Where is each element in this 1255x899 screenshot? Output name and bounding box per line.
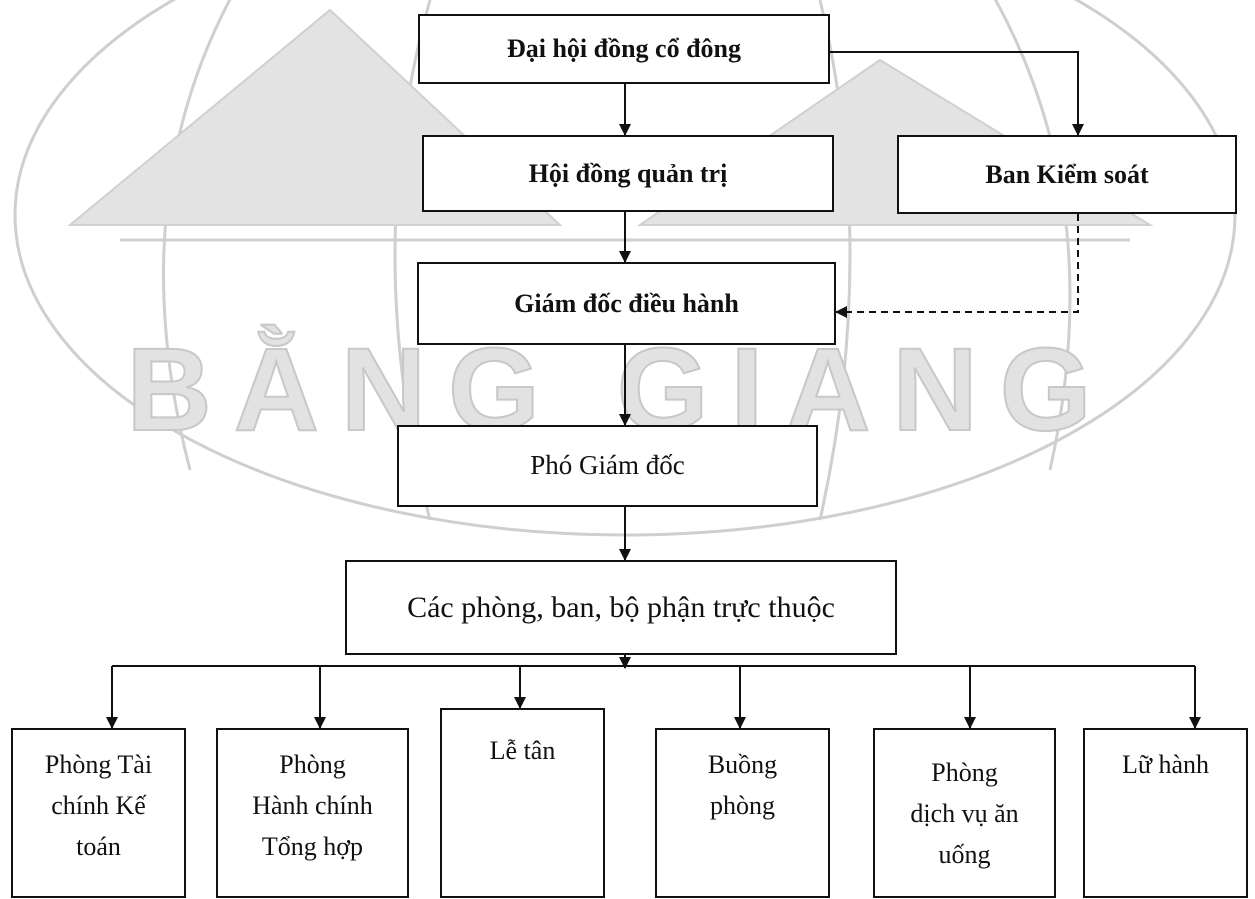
deputy-box: Phó Giám đốc (397, 425, 818, 507)
department-box: Lễ tân (440, 708, 605, 898)
department-line: Hành chính (252, 791, 373, 821)
edge-shareholders-supervisory (830, 51, 1084, 136)
department-box: Phòng Hành chính Tổng hợp (216, 728, 409, 898)
board-label: Hội đồng quản trị (528, 158, 728, 188)
shareholders-label: Đại hội đồng cổ đông (506, 34, 742, 64)
edge-supervisory-director (835, 214, 1079, 318)
department-line: Phòng (279, 750, 346, 779)
department-line: Lữ hành (1121, 750, 1209, 779)
department-line: Buồng (707, 750, 778, 779)
department-line: dịch vụ ăn (910, 799, 1019, 829)
department-line: Tổng hợp (261, 832, 364, 862)
department-box: Phòng Tài chính Kế toán (11, 728, 186, 898)
director-label: Giám đốc điều hành (514, 288, 739, 318)
units-box: Các phòng, ban, bộ phận trực thuộc (345, 560, 897, 655)
board-box: Hội đồng quản trị (422, 135, 834, 212)
supervisory-label: Ban Kiểm soát (985, 159, 1149, 189)
department-box: Buồng phòng (655, 728, 830, 898)
department-box: Phòng dịch vụ ăn uống (873, 728, 1056, 898)
units-label: Các phòng, ban, bộ phận trực thuộc (407, 590, 835, 624)
department-line: Lễ tân (489, 736, 556, 765)
department-line: Phòng Tài (44, 750, 153, 779)
department-line: chính Kế (51, 791, 146, 821)
director-box: Giám đốc điều hành (417, 262, 836, 345)
shareholders-box: Đại hội đồng cổ đông (418, 14, 830, 84)
department-line: uống (938, 840, 991, 870)
department-line: phòng (710, 791, 775, 821)
department-line: toán (76, 832, 121, 862)
supervisory-box: Ban Kiểm soát (897, 135, 1237, 214)
department-box: Lữ hành (1083, 728, 1248, 898)
deputy-label: Phó Giám đốc (530, 450, 685, 481)
department-line: Phòng (931, 758, 998, 787)
